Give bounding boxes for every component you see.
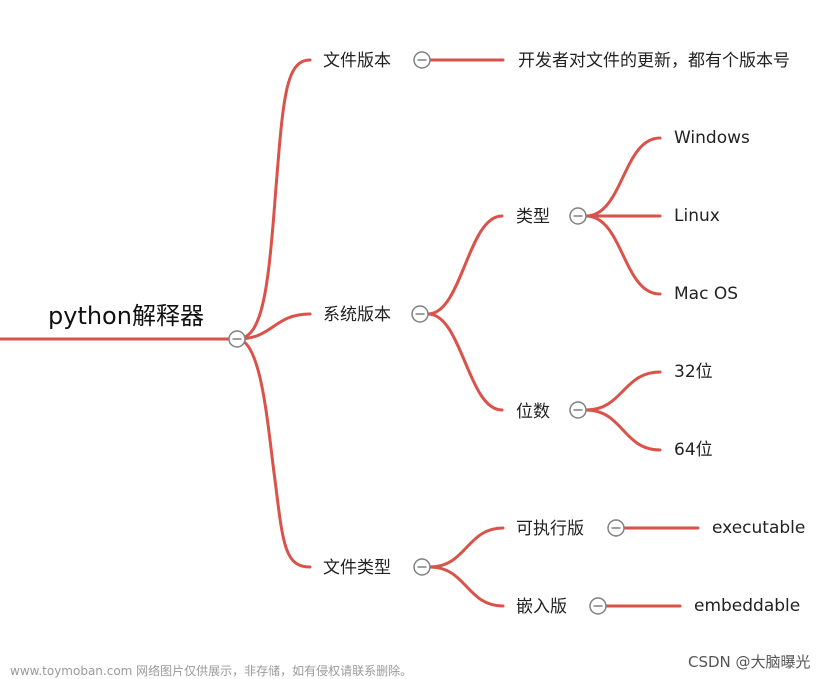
edge-system-type: [426, 214, 504, 316]
edge-type-macos: [584, 214, 662, 296]
leaf-32bit: 32位: [674, 362, 713, 382]
collapse-icon-type[interactable]: [569, 207, 587, 225]
leaf-embeddable: embeddable: [694, 596, 801, 616]
edge-root-file-version: [235, 58, 312, 341]
leaf-macos: Mac OS: [674, 284, 739, 304]
collapse-icon-system-version[interactable]: [411, 305, 429, 323]
branch-file-type: 文件类型: [323, 558, 391, 578]
leaf-windows: Windows: [674, 128, 750, 148]
leaf-64bit: 64位: [674, 440, 713, 460]
brand-text: CSDN @大脑曝光: [688, 653, 811, 671]
branch-system-version: 系统版本: [323, 305, 391, 325]
edge-root-system-version: [235, 312, 312, 341]
node-bits: 位数: [516, 402, 550, 422]
edge-type-windows: [584, 136, 662, 218]
edge-filetype-executable: [428, 526, 505, 569]
collapse-icon-bits[interactable]: [569, 401, 587, 419]
collapse-icon-file-version[interactable]: [413, 51, 431, 69]
edge-filetype-embedded: [428, 565, 505, 608]
edge-bits-64: [584, 408, 662, 452]
node-embedded: 嵌入版: [516, 597, 567, 617]
leaf-executable: executable: [712, 518, 806, 538]
collapse-icon-executable[interactable]: [607, 519, 625, 537]
edge-root-file-type: [235, 337, 312, 569]
collapse-icon-embedded[interactable]: [589, 597, 607, 615]
edges: [0, 58, 700, 608]
node-type: 类型: [516, 207, 550, 227]
edge-system-bits: [426, 312, 504, 412]
branch-file-version: 文件版本: [323, 51, 391, 71]
toggles[interactable]: [228, 51, 625, 615]
leaf-version-desc: 开发者对文件的更新，都有个版本号: [518, 51, 790, 71]
collapse-icon-root[interactable]: [228, 330, 246, 348]
root-node-label: python解释器: [48, 302, 204, 330]
leaf-linux: Linux: [674, 206, 720, 226]
edge-bits-32: [584, 370, 662, 412]
watermark-text: www.toymoban.com 网络图片仅供展示，非存储，如有侵权请联系删除。: [10, 664, 413, 678]
collapse-icon-file-type[interactable]: [413, 558, 431, 576]
node-executable: 可执行版: [516, 519, 584, 539]
